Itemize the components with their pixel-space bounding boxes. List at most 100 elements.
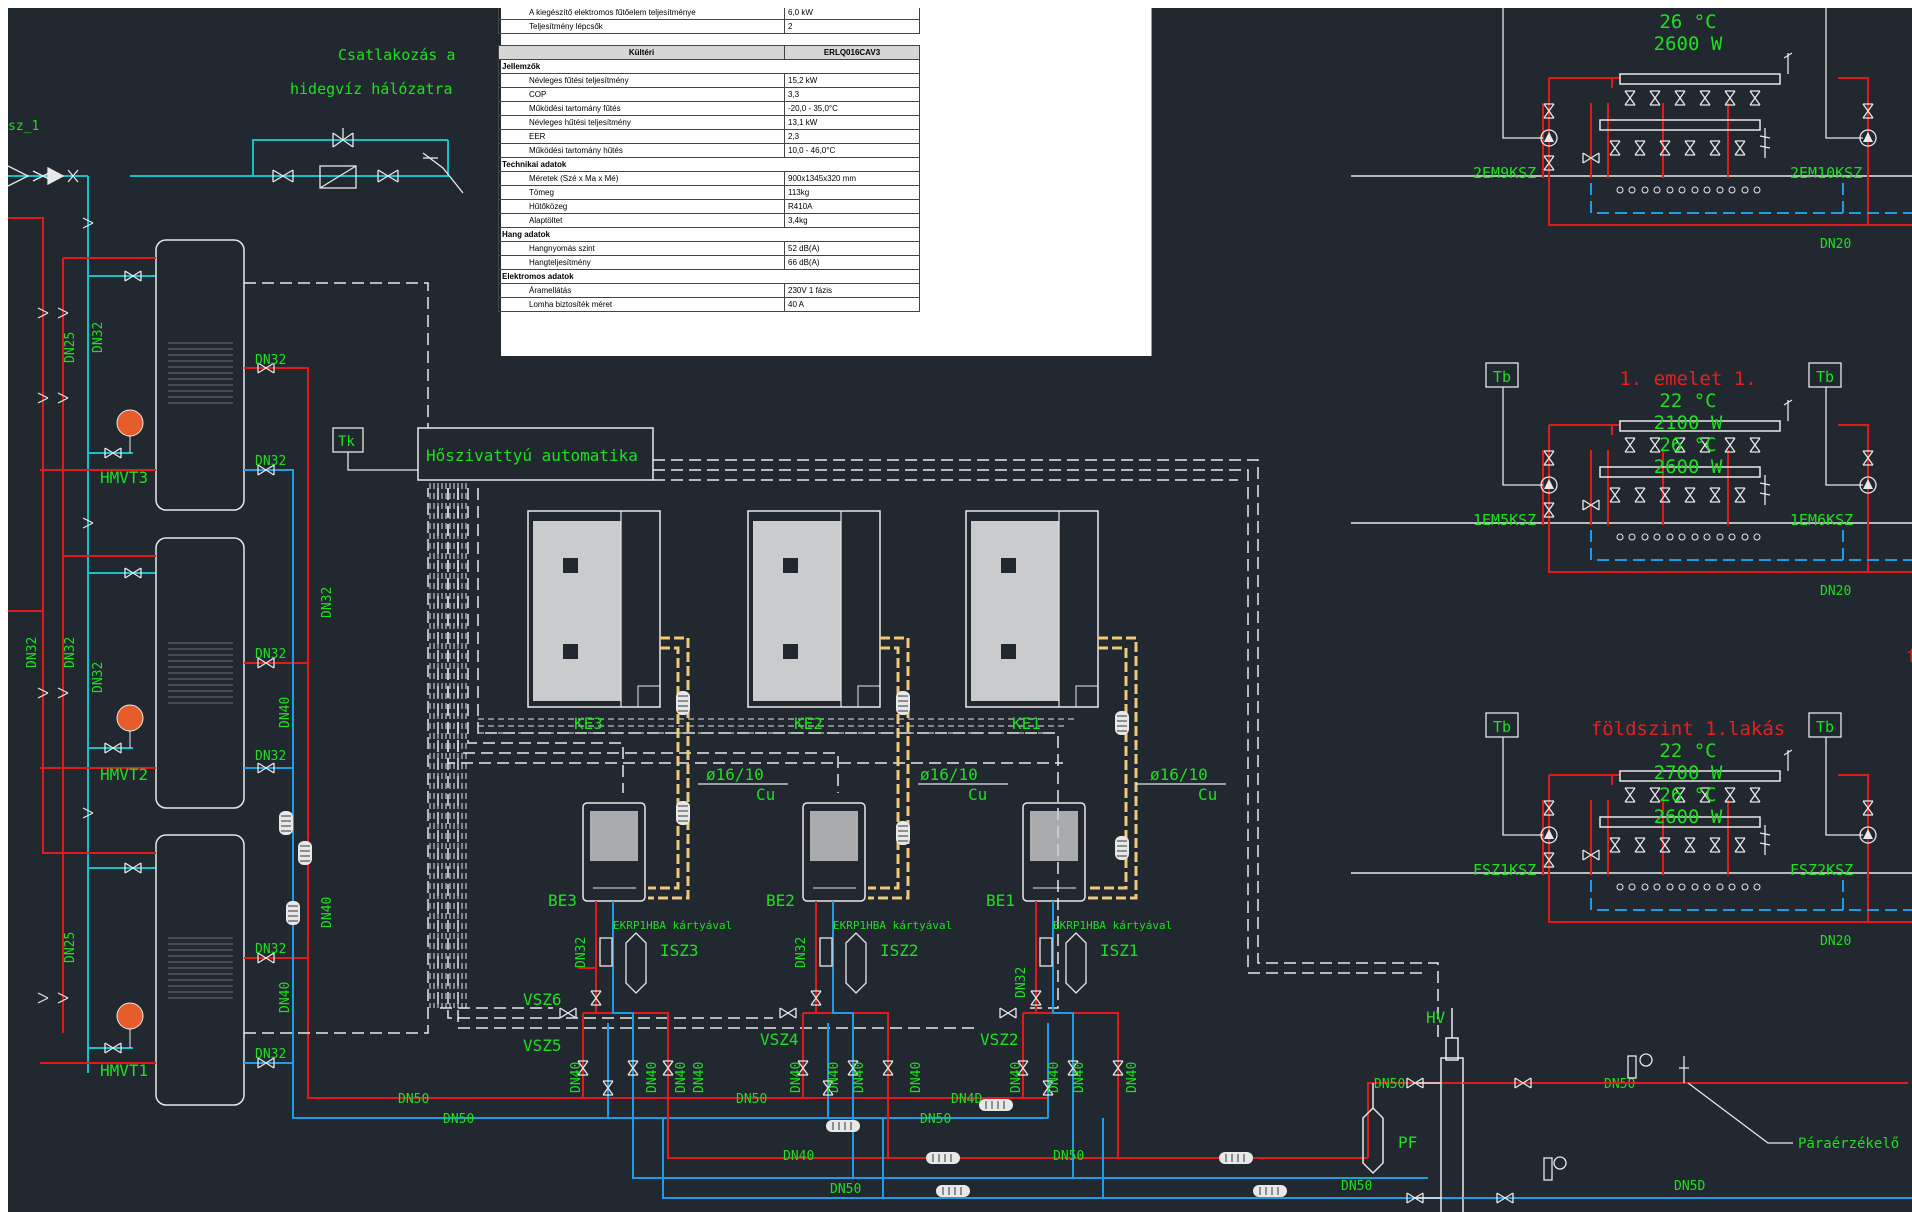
svg-text:DN40: DN40: [320, 897, 335, 928]
svg-text:ISZ2: ISZ2: [880, 941, 919, 960]
controller-label: Hőszivattyú automatika: [426, 446, 638, 465]
separator-valves: [1406, 1077, 1532, 1204]
svg-text:DN32: DN32: [255, 942, 286, 957]
room-cool-power: 2100 W: [1654, 412, 1723, 434]
svg-text:DN32: DN32: [91, 662, 106, 693]
svg-text:VSZ2: VSZ2: [980, 1030, 1019, 1049]
svg-text:EKRP1HBA kártyával: EKRP1HBA kártyával: [1053, 919, 1172, 932]
dn-label: DN20: [1820, 934, 1851, 949]
indoor-unit-be3: [582, 802, 646, 902]
room-cool-temp: 22 °C: [1659, 390, 1716, 412]
svg-text:EKRP1HBA kártyával: EKRP1HBA kártyával: [613, 919, 732, 932]
svg-text:VSZ6: VSZ6: [523, 990, 562, 1009]
svg-text:DN50: DN50: [398, 1092, 429, 1107]
dn-label: DN20: [1820, 584, 1851, 599]
svg-text:Cu: Cu: [756, 785, 775, 804]
svg-text:VSZ5: VSZ5: [523, 1036, 562, 1055]
dn-label: DN20: [1820, 237, 1851, 252]
svg-text:DN32: DN32: [794, 937, 809, 968]
controller-bus: [429, 483, 1078, 1008]
dn-labels-left: DN25 DN32 DN32 DN32 DN32 DN25 DN32 DN32 …: [25, 322, 474, 1127]
svg-text:DN50: DN50: [830, 1182, 861, 1197]
svg-text:DN50: DN50: [736, 1092, 767, 1107]
room-heat-temp: 26 °C: [1659, 11, 1716, 33]
svg-text:DN50: DN50: [920, 1112, 951, 1127]
tk-label: Tk: [338, 434, 355, 450]
manifold-label: 2EM10KSZ: [1790, 164, 1862, 182]
cold-water-connection: [8, 139, 449, 1073]
svg-text:DN50: DN50: [1604, 1077, 1635, 1092]
tank-valves: [104, 270, 275, 1069]
svg-text:DN32: DN32: [91, 322, 106, 353]
svg-text:DN50: DN50: [1053, 1149, 1084, 1164]
dhw-tanks: [155, 239, 245, 1106]
svg-text:DN50: DN50: [1374, 1077, 1405, 1092]
svg-text:DN32: DN32: [574, 937, 589, 968]
pf-label: PF: [1398, 1133, 1417, 1152]
svg-text:DN32: DN32: [25, 637, 40, 668]
svg-text:DN4D: DN4D: [951, 1092, 982, 1107]
dhw-pipes: [8, 217, 1048, 1119]
ke3-label: KE3: [574, 714, 603, 733]
room-title: 1. emelet 1.: [1619, 368, 1756, 390]
svg-text:DN50: DN50: [1341, 1179, 1372, 1194]
svg-text:DN50: DN50: [443, 1112, 474, 1127]
tb-label: Tb: [1493, 718, 1511, 736]
svg-text:DN40: DN40: [645, 1062, 660, 1093]
spec-table-panel: A kiegészítő elektromos fűtőelem teljesí…: [498, 8, 1152, 356]
cut-label: sz_1: [8, 119, 39, 134]
svg-text:DN32: DN32: [255, 647, 286, 662]
tb-label: Tb: [1493, 368, 1511, 386]
svg-text:DN40: DN40: [789, 1062, 804, 1093]
tank-1: [155, 834, 245, 1106]
indoor-unit-be2: [802, 802, 866, 902]
room-title-partial: f: [1906, 645, 1912, 667]
water-connection-label-2: hidegvíz hálózatra: [290, 80, 453, 98]
svg-text:DN32: DN32: [255, 353, 286, 368]
indoor-unit-be1: [1022, 802, 1086, 902]
svg-text:DN40: DN40: [827, 1062, 842, 1093]
outdoor-unit-ke2: [747, 510, 881, 708]
cad-drawing-canvas: A kiegészítő elektromos fűtőelem teljesí…: [8, 8, 1912, 1212]
tank-3-id: HMVT3: [100, 468, 148, 487]
tank-2-id: HMVT2: [100, 765, 148, 784]
svg-text:VSZ4: VSZ4: [760, 1030, 799, 1049]
tb-label: Tb: [1816, 718, 1834, 736]
svg-text:ISZ3: ISZ3: [660, 941, 699, 960]
svg-text:DN40: DN40: [278, 982, 293, 1013]
svg-text:DN40: DN40: [1072, 1062, 1087, 1093]
svg-text:DN25: DN25: [63, 932, 78, 963]
humidity-sensor-label: Páraérzékelő: [1798, 1136, 1899, 1152]
svg-text:DN32: DN32: [1014, 967, 1029, 998]
svg-text:DN40: DN40: [674, 1062, 689, 1093]
svg-text:DN40: DN40: [783, 1149, 814, 1164]
room-heat-temp: 26 °C: [1659, 434, 1716, 456]
room-cool-temp: 22 °C: [1659, 740, 1716, 762]
svg-text:DN40: DN40: [278, 697, 293, 728]
expansion-vessels: [116, 409, 144, 1048]
svg-text:DN32: DN32: [255, 1047, 286, 1062]
svg-text:EKRP1HBA kártyával: EKRP1HBA kártyával: [833, 919, 952, 932]
indoor-labels: BE3 BE2 BE1 EKRP1HBA kártyával EKRP1HBA …: [523, 891, 1172, 1055]
loop-hoses: [825, 1098, 1288, 1198]
room-cool-power: 2700 W: [1654, 762, 1723, 784]
svg-text:ø16/10: ø16/10: [706, 765, 764, 784]
room-heat-power: 2600 W: [1654, 33, 1723, 55]
water-connection-label-1: Csatlakozás a: [338, 46, 455, 64]
svg-text:ISZ1: ISZ1: [1100, 941, 1139, 960]
controller-box: [417, 427, 654, 481]
ke2-label: KE2: [794, 714, 823, 733]
room-heat-temp: 26 °C: [1659, 784, 1716, 806]
svg-text:ø16/10: ø16/10: [1150, 765, 1208, 784]
ke1-label: KE1: [1012, 714, 1041, 733]
outdoor-unit-ke3: [527, 510, 661, 708]
tank-1-id: HMVT1: [100, 1061, 148, 1080]
